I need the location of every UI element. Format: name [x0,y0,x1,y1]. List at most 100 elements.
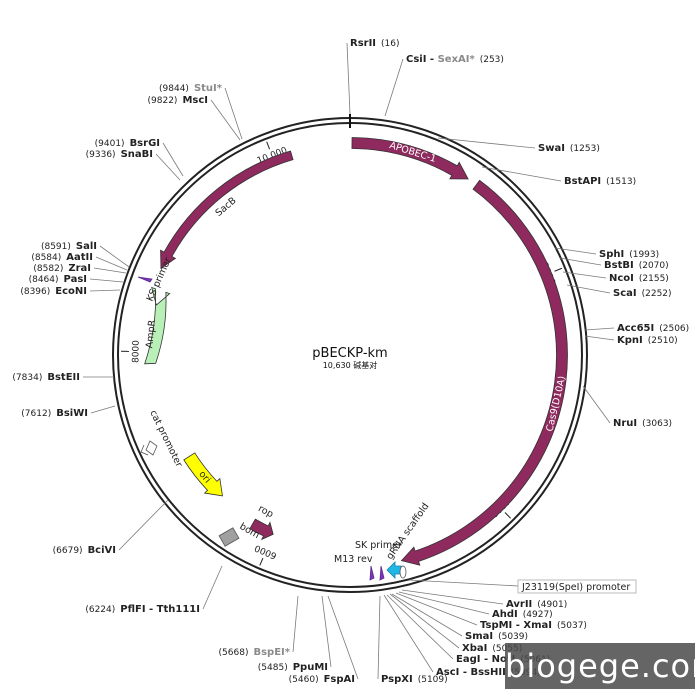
feature-label: rop [256,503,275,520]
site-label: RsrII (16) [350,38,400,49]
site-name: KpnI [617,335,643,346]
feature-ampr: AmpR [144,286,171,365]
site-label: KpnI (2510) [617,335,678,346]
site-position: (2252) [642,289,672,299]
site-label: (9401)BsrGI [95,138,160,149]
site-bsiwi: (7612)BsiWI [21,408,88,419]
site-lead-line [210,99,241,141]
site-name: BstAPI [564,176,601,187]
site-name-2: SexAI* [438,54,476,65]
site-lead-line [386,594,454,660]
site-position: (5039) [498,632,528,642]
feature-label: AmpR [144,319,158,349]
site-lead-line [155,153,181,181]
site-position: (5460) [289,675,319,685]
feature-label: J23119(SpeI) promoter [521,582,630,593]
bom-box [218,527,240,547]
grna-arrow [386,561,402,579]
site-name: RsrII [350,38,376,49]
site-label: (5485)PpuMI [258,662,328,673]
site-position: (5037) [557,621,587,631]
cat-promoter-arrow [140,440,158,456]
site-csii: CsiI - SexAI*(253) [406,54,504,65]
site-label: (9844)StuI* [159,83,223,94]
feature-arrow [249,518,274,541]
site-name: AscI - BssHII [436,667,506,678]
site-sali: (8591)SalI [41,241,97,252]
site-label: (8584) AatII [31,252,93,263]
site-position: (1513) [606,177,636,187]
site-name: CsiI [406,54,426,65]
site-position: (1253) [570,144,600,154]
site-lead-line [398,591,490,615]
site-lead-line [566,284,611,294]
tick-label: 8000 [131,340,141,363]
site-pflfi-tth111i: (6224)PflFI - Tth111I [85,604,200,615]
leads-layer [83,42,615,680]
site-name: AatII [66,252,93,263]
tick-mark [259,557,264,566]
site-label: (8464)PasI [29,274,87,285]
site-pasi: (8464)PasI [29,274,87,285]
site-position: (8582) [33,264,63,274]
site-lead-line [327,595,359,680]
feature-label: cat promoter [147,408,184,469]
site-lead-line [346,42,351,115]
site-name: MscI [182,95,208,106]
site-acc65i: Acc65I(2506) [617,323,689,334]
site-lead-line [93,267,127,274]
site-name: SnaBI [121,149,153,160]
site-lead-line [481,166,562,182]
site-name: AvrII [506,599,532,610]
site-position: (4901) [537,600,567,610]
site-separator: - [426,54,437,65]
site-name: AhdI [492,609,518,620]
site-position: (16) [381,39,399,49]
feature-arrow [400,179,568,566]
lead-line [408,579,519,587]
feature-arrow [144,286,171,365]
feature-label: SK primer [355,540,402,551]
site-name: BstEII [47,372,80,383]
site-scai: ScaI(2252) [613,288,672,299]
site-smai: SmaI(5039) [465,631,528,642]
site-snabi: (9336)SnaBI [86,149,153,160]
site-lead-line [391,593,463,637]
site-label: AvrII (4901) [506,599,567,610]
tick-mark [504,512,511,519]
site-position: (6224) [85,605,115,615]
feature-arrow [351,137,469,180]
feature-ori: ori [183,452,223,497]
site-label: (6679)BciVI [53,545,116,556]
site-name: SwaI [538,143,565,154]
site-position: (8584) [31,253,61,263]
site-position: (9822) [148,96,178,106]
site-lead-line [90,405,116,414]
site-label: (8591)SalI [41,241,97,252]
site-label: (9822) MscI [148,95,209,106]
site-name: BspEI* [253,647,290,658]
site-position: (2510) [648,336,678,346]
site-position: (6679) [53,546,83,556]
feature-sacb: SacB [160,150,294,270]
feature-j23119-promoter: J23119(SpeI) promoter [399,565,637,594]
primer-arrow [369,565,375,581]
site-name: NcoI [609,273,634,284]
tick-mark [554,267,563,272]
site-name: Acc65I [617,323,654,334]
site-label: TspMI - XmaI(5037) [480,620,587,631]
site-lead-line [559,257,602,266]
site-label: NcoI(2155) [609,273,669,284]
feature-label: M13 rev [334,554,373,565]
site-ppumi: (5485)PpuMI [258,662,328,673]
site-position: (8396) [20,287,50,297]
site-lead-line [437,137,536,149]
site-name: PpuMI [293,662,328,673]
site-lead-line [292,595,299,653]
feature-m13-rev: M13 rev [334,554,375,581]
plasmid-name: pBECKP-km [312,346,387,361]
site-position: (5109) [418,675,448,685]
site-label: SmaI(5039) [465,631,528,642]
site-lead-line [389,593,460,649]
site-name: PspXI [381,674,413,685]
